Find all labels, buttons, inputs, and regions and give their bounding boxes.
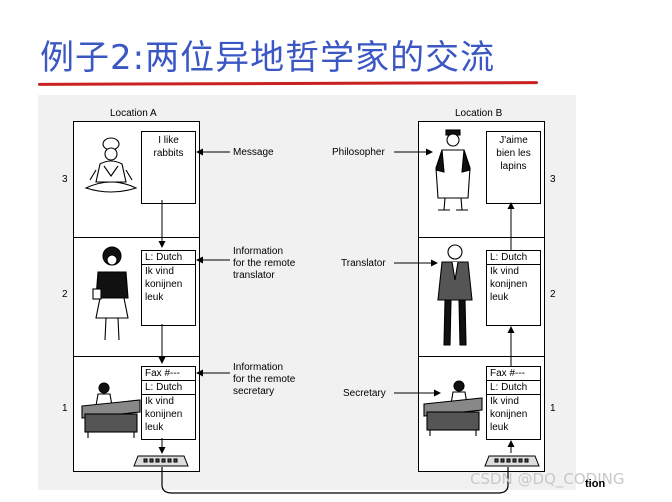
layer-3-left: 3 xyxy=(62,174,68,185)
left-secretary-line-1: Ik vind xyxy=(145,396,174,407)
left-translator-line-3: leuk xyxy=(145,292,164,303)
layer-3-right: 3 xyxy=(550,174,556,185)
right-fax-machine xyxy=(484,455,540,467)
location-b-label: Location B xyxy=(455,108,503,119)
info-translator-label: Information for the remote translator xyxy=(233,246,296,281)
left-translator-lang: L: Dutch xyxy=(142,251,195,265)
translator-label: Translator xyxy=(341,258,386,269)
left-secretary-fax: Fax #--- xyxy=(142,367,195,381)
right-secretary-figure xyxy=(423,380,483,436)
location-a-label: Location A xyxy=(110,108,157,119)
info-secretary-label: Information for the remote secretary xyxy=(233,362,296,397)
left-secretary-box: Fax #--- L: Dutch Ik vind konijnen leuk xyxy=(141,366,196,440)
fax-cable xyxy=(161,467,509,494)
right-message-box: J'aime bien les lapins xyxy=(486,131,541,204)
corner-text: tion xyxy=(585,478,606,490)
right-translator-line-1: Ik vind xyxy=(490,266,519,277)
message-label: Message xyxy=(233,147,274,158)
right-translator-line-3: leuk xyxy=(490,292,509,303)
right-secretary-line-3: leuk xyxy=(490,422,509,433)
layer-1-right: 1 xyxy=(550,403,556,414)
left-message-box: I like rabbits xyxy=(141,131,196,204)
right-secretary-fax: Fax #--- xyxy=(487,367,540,381)
philosopher-label: Philosopher xyxy=(332,147,385,158)
layer-2-right: 2 xyxy=(550,289,556,300)
right-translator-figure xyxy=(437,244,473,346)
slide-title: 例子2:两位异地哲学家的交流 xyxy=(40,38,496,78)
right-translator-lang: L: Dutch xyxy=(487,251,540,265)
layer-1-left: 1 xyxy=(62,403,68,414)
right-secretary-line-1: Ik vind xyxy=(490,396,519,407)
secretary-label: Secretary xyxy=(343,388,386,399)
left-translator-box: L: Dutch Ik vind konijnen leuk xyxy=(141,250,196,326)
left-secretary-lang: L: Dutch xyxy=(142,381,195,395)
left-philosopher-figure xyxy=(84,137,138,193)
right-secretary-box: Fax #--- L: Dutch Ik vind konijnen leuk xyxy=(486,366,541,440)
left-secretary-line-2: konijnen xyxy=(145,409,183,420)
left-fax-machine xyxy=(133,455,189,467)
layer-2-left: 2 xyxy=(62,289,68,300)
right-secretary-line-2: konijnen xyxy=(490,409,528,420)
right-philosopher-figure xyxy=(435,129,471,211)
left-secretary-line-3: leuk xyxy=(145,422,164,433)
right-translator-box: L: Dutch Ik vind konijnen leuk xyxy=(486,250,541,326)
left-translator-figure xyxy=(92,246,129,341)
right-translator-line-2: konijnen xyxy=(490,279,528,290)
csdn-watermark: CSDN @DQ_CODING xyxy=(470,470,625,488)
left-translator-line-1: Ik vind xyxy=(145,266,174,277)
right-secretary-lang: L: Dutch xyxy=(487,381,540,395)
left-translator-line-2: konijnen xyxy=(145,279,183,290)
left-secretary-figure xyxy=(81,382,141,438)
